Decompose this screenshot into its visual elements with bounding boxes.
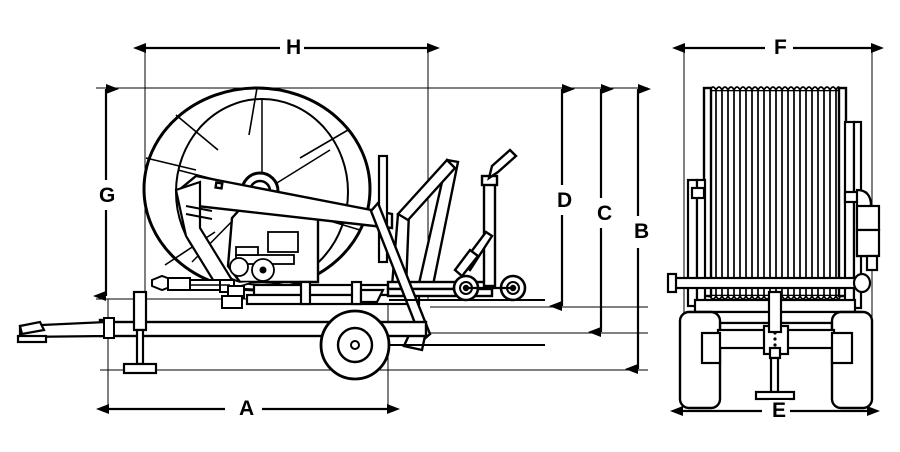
side-view <box>16 86 545 381</box>
rear-view <box>666 86 881 410</box>
inlet-pipe <box>151 274 245 309</box>
road-wheel <box>319 309 391 381</box>
coiled-hose <box>708 86 842 300</box>
center-jack <box>754 290 796 401</box>
control-box <box>267 231 299 253</box>
dimension-label-G: G <box>96 185 119 206</box>
dimension-label-F: F <box>771 37 790 58</box>
dimension-label-C: C <box>594 203 616 224</box>
rear-frame-rails <box>389 299 545 346</box>
dimension-label-E: E <box>769 400 790 421</box>
dimension-label-A: A <box>236 398 258 419</box>
hose-guide-bar <box>666 272 872 294</box>
dimension-label-D: D <box>554 190 576 211</box>
gearbox-housing <box>855 188 881 272</box>
dimension-arrows <box>93 43 884 416</box>
lift-cylinder-arm <box>369 200 432 352</box>
jack-stand <box>122 290 158 375</box>
dimension-label-H: H <box>283 37 305 58</box>
tow-hitch <box>103 317 115 339</box>
dimension-label-B: B <box>631 221 653 242</box>
